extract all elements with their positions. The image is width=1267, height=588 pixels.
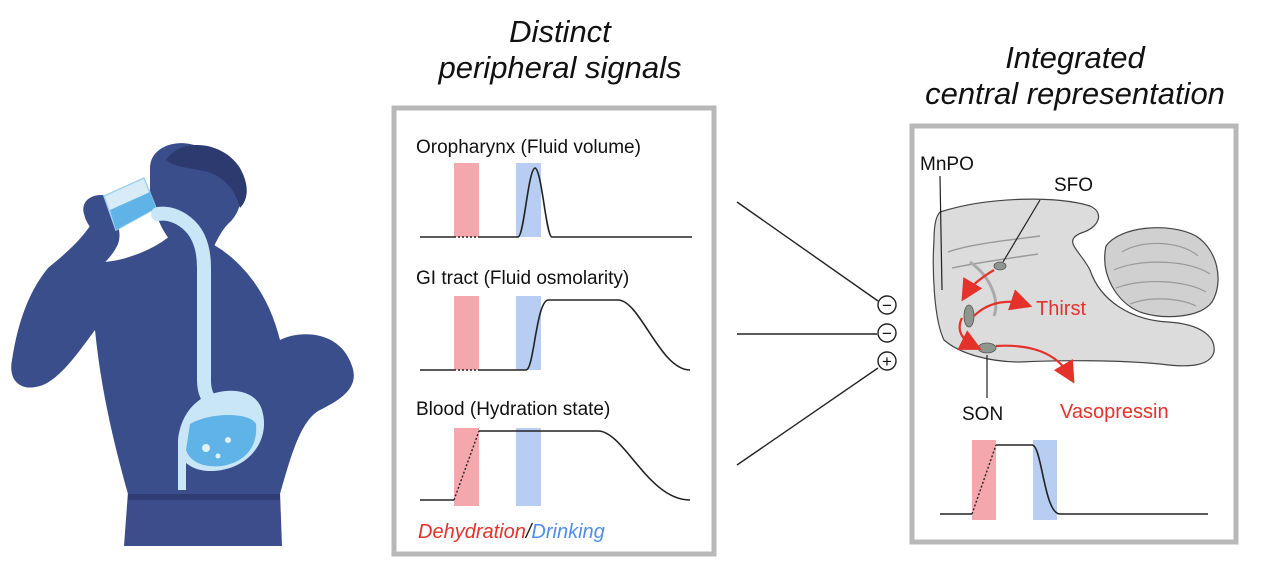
- integration-connectors: − − +: [736, 201, 897, 466]
- signal-label-oropharynx: Oropharynx (Fluid volume): [416, 137, 641, 158]
- son-nucleus: [977, 342, 997, 354]
- inhibition-node-2: [877, 323, 897, 343]
- signal-label-gi-tract: GI tract (Fluid osmolarity): [416, 268, 629, 289]
- inhibition-sign-1: −: [882, 296, 892, 315]
- vasopressin-arrow: [995, 344, 1075, 384]
- legend-line: Dehydration/Drinking: [418, 521, 605, 543]
- integrated-response-curve: [940, 444, 1208, 515]
- output-label-thirst: Thirst: [1036, 298, 1086, 320]
- central-representation-panel: [909, 123, 1239, 545]
- region-label-sfo: SFO: [1054, 175, 1093, 196]
- connector-line-3: [736, 367, 879, 466]
- torso-shape: [11, 228, 354, 494]
- dehydration-band-1: [454, 163, 479, 237]
- legend-drinking: Drinking: [531, 521, 604, 543]
- curve-oropharynx: [420, 167, 692, 238]
- curve-gi-tract: [420, 299, 691, 371]
- mnpo-pointer: [939, 175, 943, 291]
- signal-label-blood: Blood (Hydration state): [416, 399, 610, 420]
- dehydration-band-3: [454, 428, 479, 506]
- inhibition-node-1: [877, 295, 897, 315]
- region-label-son: SON: [962, 404, 1003, 425]
- peripheral-signals-panel: [391, 105, 717, 557]
- peripheral-heading-line2: peripheral signals: [438, 50, 682, 85]
- peripheral-heading-line1: Distinct: [509, 14, 611, 49]
- mnpo-nucleus: [963, 304, 975, 328]
- central-heading-line2: central representation: [925, 76, 1225, 111]
- sfo-to-mnpo-arrow: [961, 269, 995, 302]
- drinking-band-1: [516, 163, 541, 237]
- output-label-vasopressin: Vasopressin: [1060, 401, 1169, 423]
- brain-sagittal-section: [932, 198, 1219, 367]
- sfo-pointer: [1002, 199, 1041, 263]
- legend-separator: /: [524, 521, 534, 543]
- legend-dehydration: Dehydration: [418, 521, 526, 543]
- thirst-arrow: [973, 289, 1033, 317]
- sfo-nucleus: [993, 261, 1007, 271]
- curve-blood: [420, 430, 691, 501]
- mnpo-to-son-arrow: [957, 317, 982, 350]
- dehydration-band-2: [454, 296, 479, 370]
- inhibition-sign-2: −: [882, 324, 892, 343]
- drinking-person-illustration: [11, 143, 354, 546]
- digestive-tract: [151, 206, 221, 411]
- pants-shape: [124, 492, 282, 546]
- central-heading-line1: Integrated: [1005, 40, 1145, 75]
- region-label-mnpo: MnPO: [920, 154, 974, 175]
- excitation-node: [877, 351, 897, 371]
- excitation-sign: +: [882, 352, 892, 371]
- cerebellum-shape: [1104, 227, 1219, 318]
- drinking-band-2: [516, 296, 541, 370]
- drinking-band-3: [516, 428, 541, 506]
- peripheral-heading: Distinct peripheral signals: [400, 14, 720, 86]
- hair-shape: [166, 145, 247, 208]
- connector-line-1: [736, 201, 879, 302]
- central-heading: Integrated central representation: [890, 40, 1260, 112]
